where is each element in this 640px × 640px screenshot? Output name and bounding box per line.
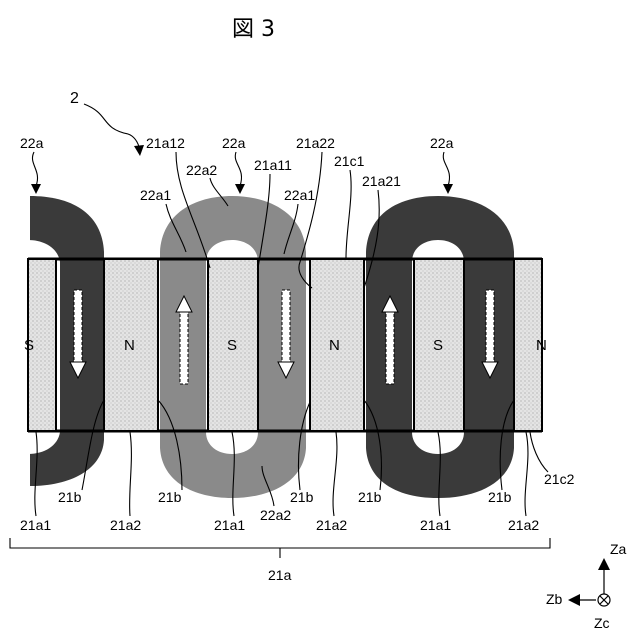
label-21b-2: 21b [158, 489, 182, 505]
bracket-21a [10, 538, 550, 548]
coil-right-leader [443, 152, 449, 186]
pole-label-6: N [536, 337, 547, 354]
label-21b-1: 21b [58, 489, 82, 505]
axis-label-zc: Zc [594, 615, 610, 631]
pole-label-2: N [124, 337, 135, 354]
label-21a1-1: 21a1 [20, 517, 51, 533]
label-21a21: 21a21 [362, 173, 401, 189]
label-21a12: 21a12 [146, 135, 185, 151]
coil-label-middle: 22a [222, 135, 246, 151]
coil-middle-leader [235, 152, 241, 186]
ref-2-arrowhead [134, 145, 144, 156]
pole-label-1: S [24, 337, 34, 354]
label-21c2: 21c2 [544, 471, 575, 487]
label-21a11: 21a11 [254, 157, 292, 173]
coil-label-left: 22a [20, 135, 44, 151]
label-21a1-2: 21a1 [214, 517, 245, 533]
label-21a1-3: 21a1 [420, 517, 451, 533]
ref-2-leader [84, 104, 140, 150]
label-21c1: 21c1 [334, 153, 365, 169]
coil-label-right: 22a [430, 135, 454, 151]
axis-label-za: Za [610, 541, 627, 557]
pole-label-4: N [329, 337, 340, 354]
coil-left-leader [32, 152, 37, 186]
axis-label-zb: Zb [546, 591, 563, 607]
figure-title: 図 3 [232, 17, 275, 42]
label-22a1-a: 22a1 [140, 187, 171, 203]
label-21b-5: 21b [488, 489, 512, 505]
label-21a2-1: 21a2 [110, 517, 141, 533]
pole-label-5: S [433, 337, 443, 354]
label-21a2-2: 21a2 [316, 517, 347, 533]
label-22a2-bottom: 22a2 [260, 507, 291, 523]
label-21b-3: 21b [290, 489, 314, 505]
label-21b-4: 21b [358, 489, 382, 505]
axis-indicator: Za Zb Zc [546, 541, 627, 631]
label-21a22: 21a22 [296, 135, 335, 151]
pole-label-3: S [227, 337, 237, 354]
label-22a1-b: 22a1 [284, 187, 315, 203]
label-22a2-top: 22a2 [186, 162, 217, 178]
label-21a: 21a [268, 567, 292, 583]
ref-label-2: 2 [70, 90, 79, 107]
label-21a2-3: 21a2 [508, 517, 539, 533]
